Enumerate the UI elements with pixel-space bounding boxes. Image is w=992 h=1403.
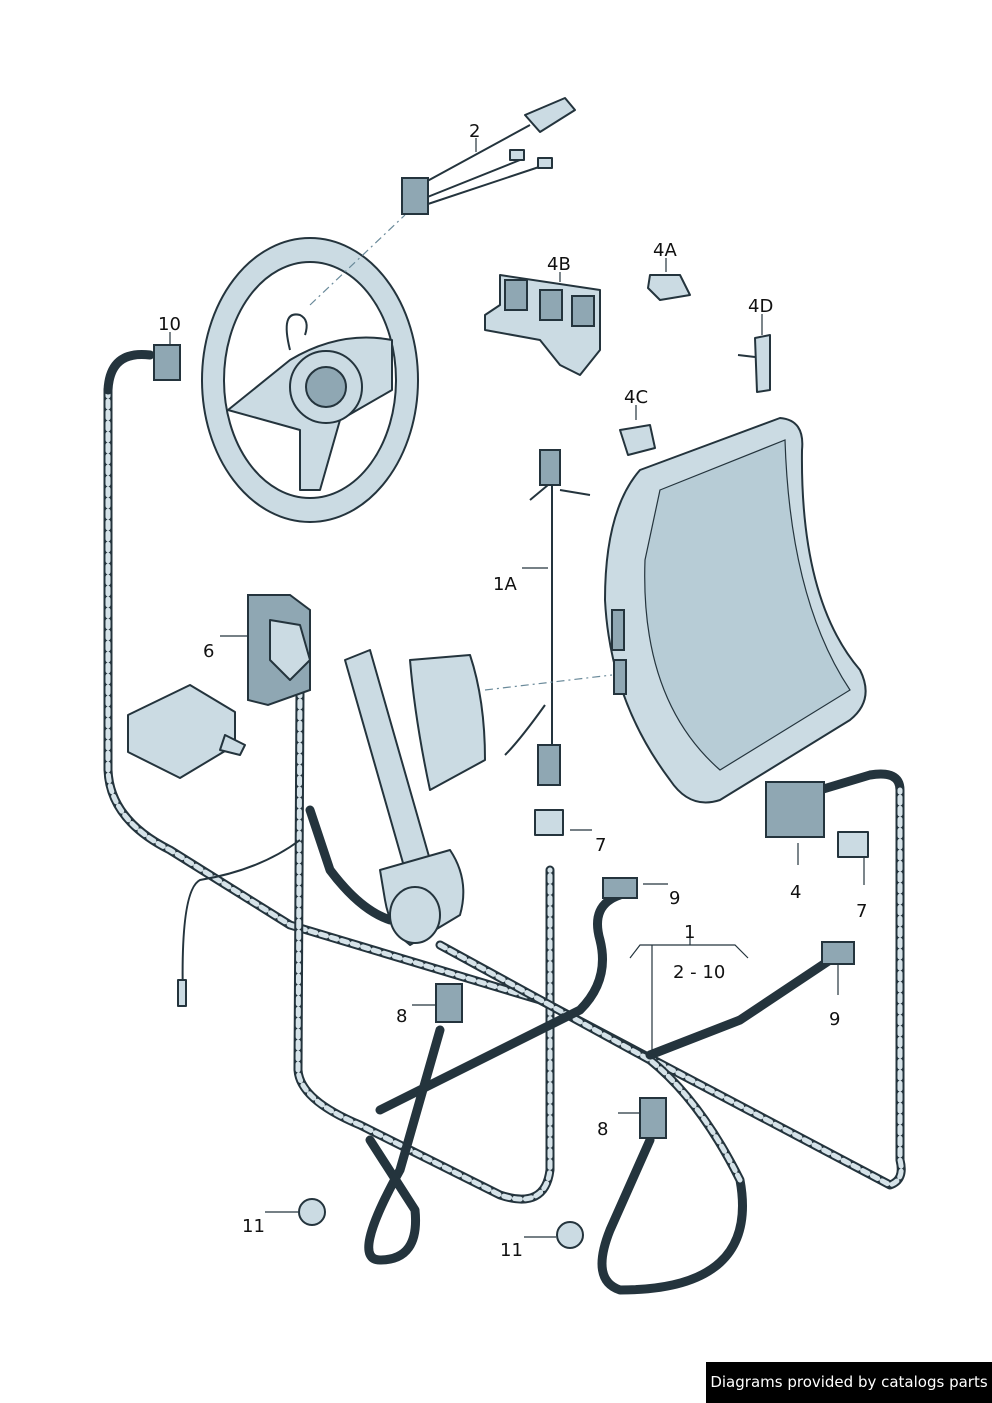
part-4B-bracket [484,274,601,376]
label-11: 11 [242,1216,265,1237]
part-11-grommet [298,1198,326,1226]
leader-dash [309,214,406,306]
leader-dash-seat [484,674,613,691]
steering-wheel [201,237,419,523]
part-9-connector [602,877,638,899]
part-2-cable [401,97,576,215]
label-6: 6 [203,641,214,662]
control-unit-box [127,684,246,779]
seat-belt-tensioner [344,649,486,946]
label-9-right: 9 [829,1009,840,1030]
part-7-connector [534,809,564,836]
label-9: 9 [669,888,680,909]
label-1: 1 [684,922,695,943]
label-4D: 4D [748,296,773,317]
thin-wire [181,839,301,1001]
part-8-connector [435,983,463,1023]
label-10: 10 [158,314,181,335]
label-11-right: 11 [500,1240,523,1261]
label-4: 4 [790,882,801,903]
part-10-connector [153,344,181,381]
part-8-connector-2 [639,1097,667,1139]
label-2: 2 [469,121,480,142]
main-wiring-harness [103,349,906,1295]
part-9-connector-2 [821,941,855,965]
part-labels: 2 4B 4A 4D 4C 10 1A 6 7 9 1 2 - 10 4 7 8… [158,121,867,1261]
label-7-right: 7 [856,901,867,922]
label-8: 8 [396,1006,407,1027]
seat-backrest-airbag [604,417,867,804]
part-6-connector [247,594,311,707]
part-1A-wire [504,449,591,786]
label-8-right: 8 [597,1119,608,1140]
leader-lines [169,138,865,1238]
screw [737,354,756,358]
part-4D-trim [754,334,771,393]
part-7-connector-2 [837,831,869,858]
connector-pin [177,979,187,1007]
part-4-connector [765,781,825,838]
label-4A: 4A [653,240,677,261]
label-2-10: 2 - 10 [673,962,725,983]
footer-credit: Diagrams provided by catalogs parts [706,1362,992,1403]
label-4B: 4B [547,254,571,275]
label-4C: 4C [624,387,648,408]
part-4A-clip [647,274,691,301]
label-1A: 1A [493,574,517,595]
part-11-grommet-2 [556,1221,584,1249]
part-4C-nut [619,424,656,456]
label-7: 7 [595,835,606,856]
